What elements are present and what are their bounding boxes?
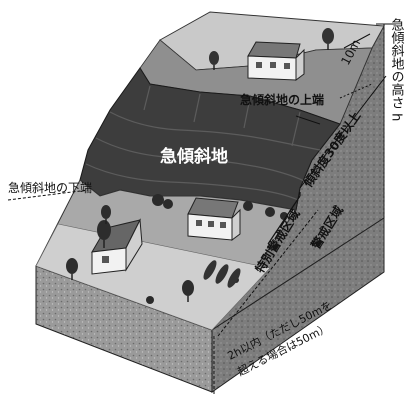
tree-upper-1: [322, 28, 334, 50]
lower-edge-leader: [7, 189, 89, 201]
warning-zone-line: [213, 209, 319, 396]
upper-edge-leader: [295, 115, 321, 125]
special-zone-line: [267, 192, 301, 245]
tree-lower-1: [97, 220, 111, 248]
height-label: 急傾斜地の高さ h: [389, 18, 405, 121]
lower-edge-label: 急傾斜地の下端: [8, 180, 92, 195]
ten-meter-dimension: [339, 33, 373, 99]
house-middle: [187, 197, 241, 241]
field-rows: [203, 260, 241, 288]
slope-angle-line: [299, 75, 387, 189]
tree-lower-3: [182, 280, 194, 302]
steep-slope-label: 急傾斜地: [160, 146, 228, 167]
soil-block-side-lower: [211, 217, 385, 393]
tree-upper-2: [209, 51, 219, 70]
tree-lower-4: [101, 205, 111, 224]
upper-edge-label: 急傾斜地の上端: [240, 92, 324, 107]
house-lower-left: [91, 218, 143, 275]
tree-lower-2: [66, 258, 78, 280]
house-upper: [247, 41, 305, 81]
height-indicator: [376, 23, 396, 218]
slope-texture: [85, 85, 321, 201]
